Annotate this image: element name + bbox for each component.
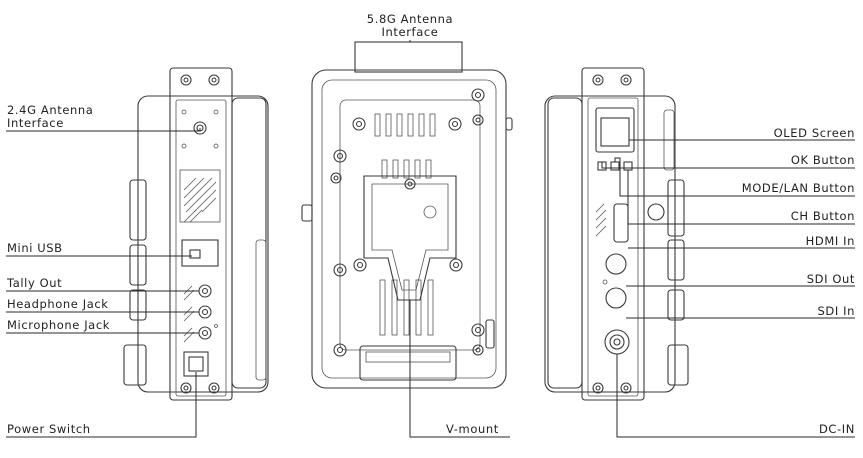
label-mini-usb: Mini USB (7, 241, 63, 255)
label-antenna-58-line1: 5.8G Antenna (366, 12, 454, 26)
label-antenna-58: 5.8G Antenna Interface (350, 13, 470, 39)
leader-lines (6, 40, 855, 438)
label-antenna-24-line2: Interface (7, 116, 64, 130)
label-hdmi-in: HDMI In (805, 234, 855, 248)
label-dc-in: DC-IN (818, 422, 855, 436)
label-headphone-jack: Headphone Jack (7, 297, 109, 311)
right-side-view (544, 67, 689, 401)
label-v-mount: V-mount (446, 422, 499, 436)
label-oled-screen: OLED Screen (773, 126, 855, 140)
label-antenna-24-line1: 2.4G Antenna (7, 103, 94, 117)
label-antenna-58-line2: Interface (381, 25, 439, 39)
label-ch-button: CH Button (790, 209, 855, 223)
label-microphone-jack: Microphone Jack (7, 318, 111, 332)
label-mode-lan-button: MODE/LAN Button (741, 181, 855, 195)
center-front-view (301, 41, 513, 389)
label-power-switch: Power Switch (7, 422, 91, 436)
left-side-view (123, 67, 269, 401)
label-antenna-24: 2.4G Antenna Interface (7, 104, 93, 130)
label-sdi-in: SDI In (817, 304, 855, 318)
label-ok-button: OK Button (790, 153, 855, 167)
label-sdi-out: SDI Out (806, 272, 855, 286)
label-tally-out: Tally Out (7, 276, 63, 290)
